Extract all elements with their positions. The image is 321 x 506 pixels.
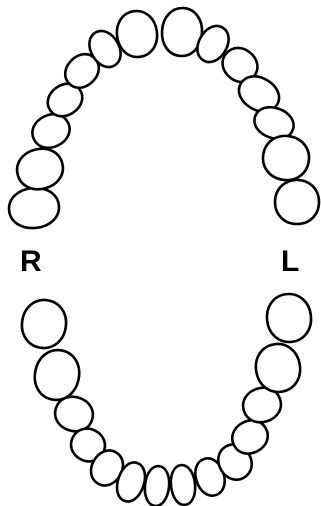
lower-tooth-7 [143,465,171,506]
left-side-label: L [281,245,299,279]
lower-arch [19,292,314,506]
upper-tooth-1 [7,185,61,230]
upper-tooth-2 [13,144,67,194]
right-side-label: R [20,245,42,279]
lower-tooth-14 [265,292,314,344]
upper-arch [7,7,319,231]
upper-tooth-13 [260,132,313,183]
upper-tooth-14 [275,180,319,224]
lower-tooth-1 [19,297,69,351]
lower-tooth-8 [169,464,197,506]
lower-tooth-2 [30,346,83,404]
